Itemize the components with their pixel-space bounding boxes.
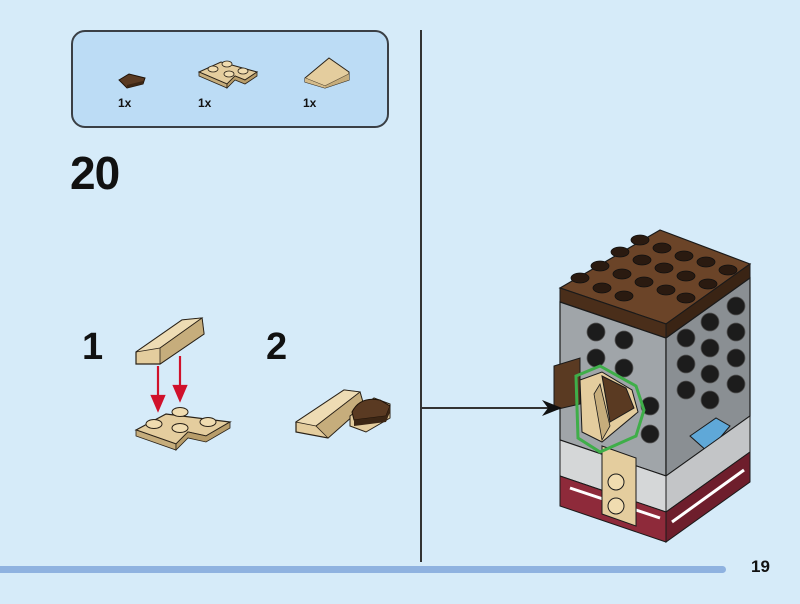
page-footer-bar bbox=[0, 566, 726, 573]
part-qty: 1x bbox=[118, 96, 132, 110]
tan-slope-icon bbox=[304, 57, 350, 89]
substep-1-assembly-illustration bbox=[134, 317, 232, 451]
parts-callout: 1x 1x 1x bbox=[71, 30, 389, 128]
placement-pointer-line bbox=[422, 407, 548, 409]
tan-corner-plate-piece bbox=[134, 407, 232, 451]
part-qty: 1x bbox=[198, 96, 212, 110]
step-number: 20 bbox=[70, 147, 120, 199]
substep-2-assembly-illustration bbox=[294, 389, 391, 439]
part-qty: 1x bbox=[303, 96, 317, 110]
substep-number-2: 2 bbox=[266, 326, 288, 368]
dark-brown-wedge-plate-icon bbox=[118, 73, 146, 89]
page-number: 19 bbox=[751, 557, 770, 576]
placement-arrowhead-icon bbox=[542, 400, 562, 416]
highlight-outline bbox=[574, 364, 646, 454]
tan-corner-plate-icon bbox=[197, 60, 259, 89]
red-arrow-icon bbox=[150, 356, 188, 413]
brickheadz-model-illustration bbox=[553, 229, 752, 543]
page-divider bbox=[420, 30, 422, 562]
substep-number-1: 1 bbox=[82, 326, 104, 368]
